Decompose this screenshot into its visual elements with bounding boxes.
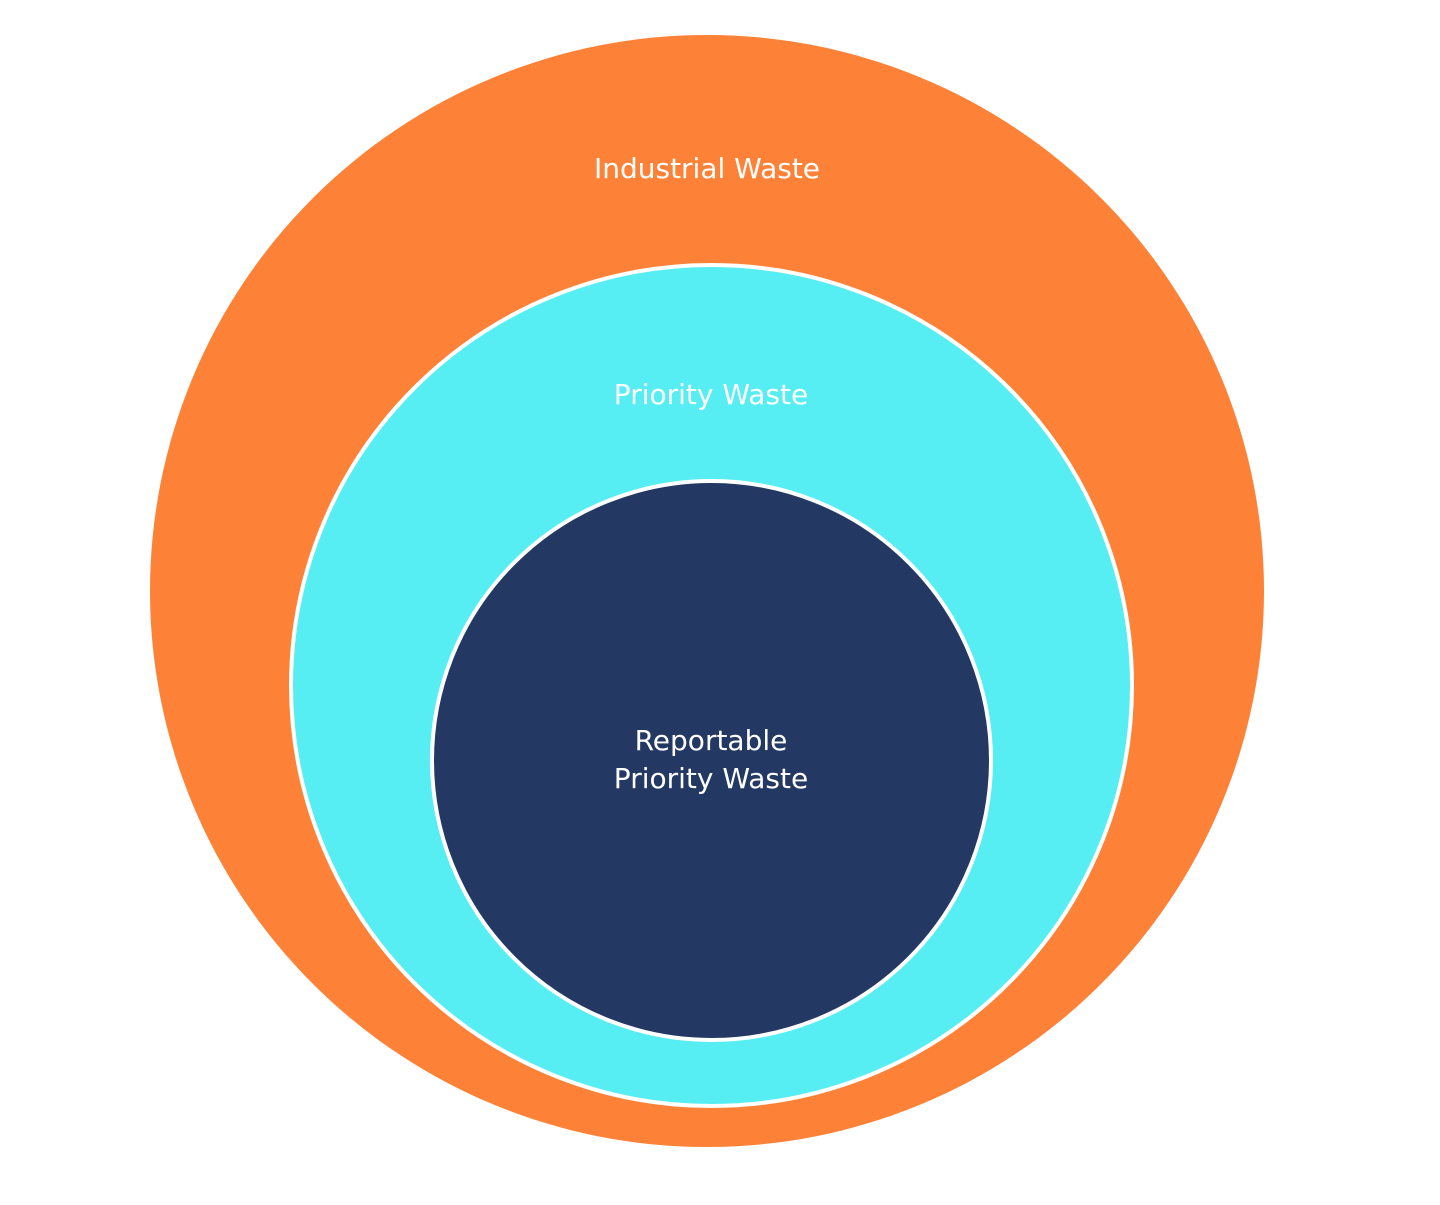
reportable-priority-waste-label-line1: Reportable xyxy=(634,724,788,757)
industrial-waste-label: Industrial Waste xyxy=(593,152,821,185)
reportable-priority-waste-circle xyxy=(430,479,993,1042)
reportable-priority-waste-label-line2: Priority Waste xyxy=(613,762,809,795)
priority-waste-label: Priority Waste xyxy=(613,378,809,411)
reportable-priority-waste-label: Reportable Priority Waste xyxy=(461,722,961,798)
